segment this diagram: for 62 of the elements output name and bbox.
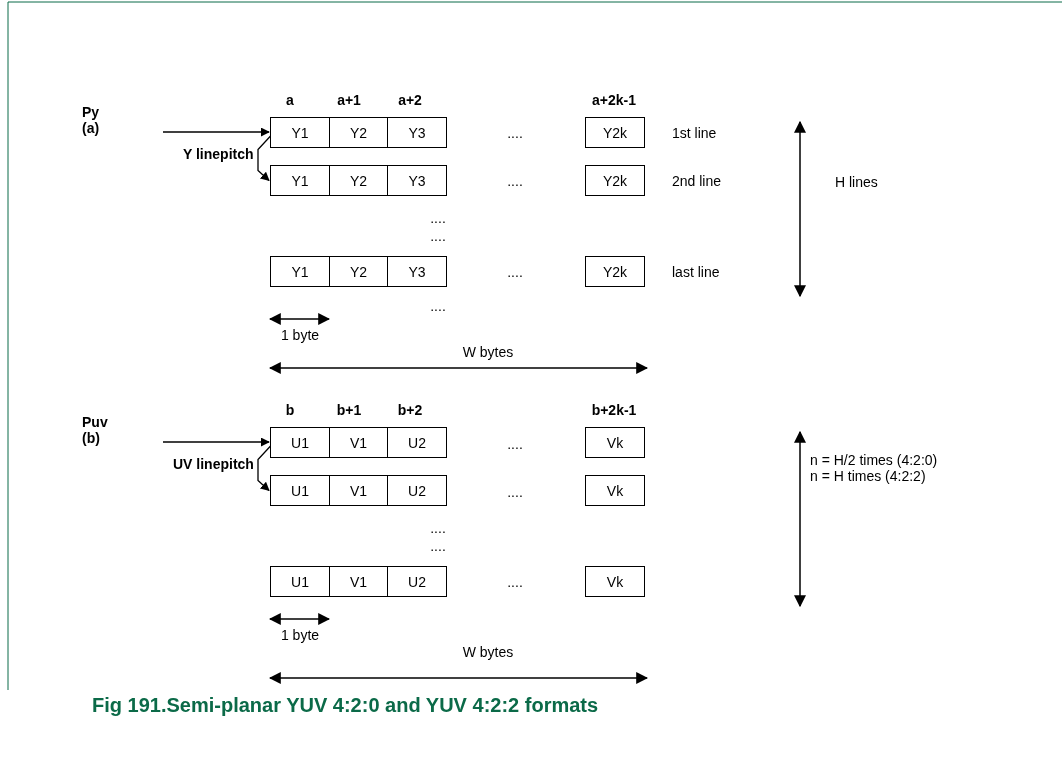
address-label: b [285,402,295,418]
memory-cell: Y2k [585,165,645,196]
ellipsis: .... [430,210,446,226]
memory-cell: Vk [585,566,645,597]
pointer-label: Puv (b) [82,414,116,446]
pointer-label: Py (a) [82,104,116,136]
arrow [162,127,270,137]
memory-cell: Y1 [270,117,330,148]
memory-cell: U2 [387,475,447,506]
memory-cell: V1 [328,427,389,458]
dimension-label: W bytes [462,344,514,360]
memory-cell: Y2 [328,165,389,196]
ellipsis: .... [430,520,446,536]
address-label: b+2k-1 [591,402,637,418]
memory-cell: Y2 [328,256,389,287]
memory-cell: Vk [585,427,645,458]
memory-cell: Y2k [585,256,645,287]
memory-cell: Y3 [387,256,447,287]
arrow [257,134,272,182]
address-label: a+2 [398,92,422,108]
memory-cell: Y1 [270,165,330,196]
row-label: last line [672,264,720,280]
ellipsis: .... [430,228,446,244]
dimension-label: W bytes [462,644,514,660]
memory-cell: Y3 [387,165,447,196]
memory-cell: U1 [270,427,330,458]
ellipsis: .... [507,574,523,590]
dimension-label: n = H times (4:2:2) [810,468,926,484]
dimension-label: H lines [835,174,878,190]
memory-cell: U1 [270,566,330,597]
address-label: b+1 [336,402,362,418]
ellipsis: .... [430,298,446,314]
address-label: a [286,92,294,108]
memory-cell: U2 [387,427,447,458]
address-label: b+2 [397,402,423,418]
memory-cell: Vk [585,475,645,506]
memory-cell: U1 [270,475,330,506]
memory-cell: Y3 [387,117,447,148]
dimension-label: 1 byte [280,327,320,343]
row-label: 1st line [672,125,717,141]
row-label: 2nd line [672,173,722,189]
memory-cell: V1 [328,475,389,506]
arrow [162,437,270,447]
address-label: a+2k-1 [592,92,636,108]
arrow [257,444,272,492]
ellipsis: .... [507,436,523,452]
edge-label: Y linepitch [183,146,254,162]
memory-cell: V1 [328,566,389,597]
edge-label: UV linepitch [173,456,254,472]
memory-cell: U2 [387,566,447,597]
ellipsis: .... [507,484,523,500]
ellipsis: .... [507,125,523,141]
ellipsis: .... [430,538,446,554]
memory-cell: Y2k [585,117,645,148]
ellipsis: .... [507,264,523,280]
caption: Fig 191.Semi-planar YUV 4:2:0 and YUV 4:2:2 formats [92,694,599,717]
memory-cell: Y1 [270,256,330,287]
ellipsis: .... [507,173,523,189]
address-label: a+1 [337,92,361,108]
dimension-label: 1 byte [280,627,320,643]
dimension-label: n = H/2 times (4:2:0) [810,452,938,468]
memory-cell: Y2 [328,117,389,148]
